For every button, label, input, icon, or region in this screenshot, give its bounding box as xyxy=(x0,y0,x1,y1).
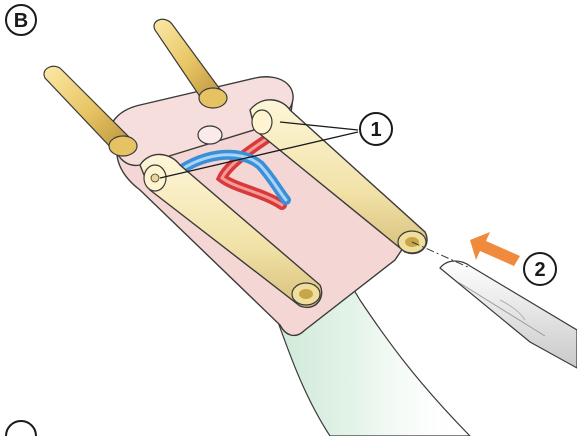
callout-2-badge: 2 xyxy=(524,253,556,285)
screwdriver-icon xyxy=(440,261,577,368)
screw-hole xyxy=(198,126,222,144)
callout-1-badge: 1 xyxy=(360,113,392,145)
panel-label-badge: B xyxy=(6,5,36,35)
panel-label: B xyxy=(14,10,28,32)
cropped-badge-outline xyxy=(6,421,36,436)
arrow-icon xyxy=(470,232,520,266)
callout-2-label: 2 xyxy=(534,259,545,281)
callout-1-label: 1 xyxy=(370,119,381,141)
